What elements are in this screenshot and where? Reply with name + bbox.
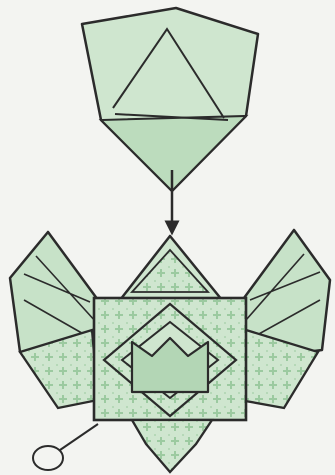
bottom-folded-model: [10, 230, 330, 472]
top-folded-model: [82, 8, 258, 191]
bottom-tab: [132, 420, 212, 472]
magnifier-icon: [33, 424, 98, 470]
